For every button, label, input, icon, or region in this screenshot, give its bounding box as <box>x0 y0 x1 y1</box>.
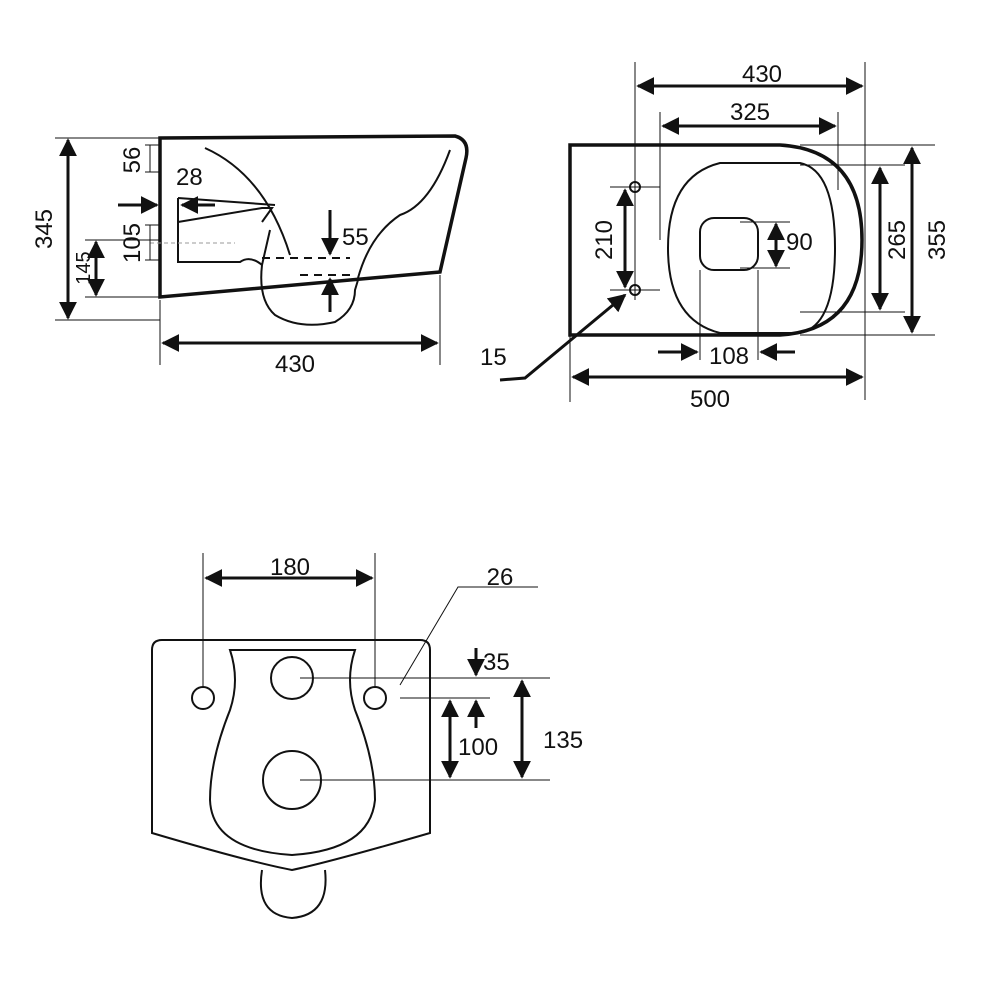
label-108: 108 <box>709 343 749 370</box>
rear-spigot <box>259 869 327 920</box>
label-100: 100 <box>458 734 498 761</box>
bolt-hole-right <box>363 686 387 710</box>
label-500: 500 <box>690 386 730 413</box>
rear-inner-shape <box>208 649 377 857</box>
label-145: 145 <box>73 251 95 284</box>
label-345: 345 <box>31 209 58 249</box>
rear-view: 180 26 35 100 135 <box>151 553 583 920</box>
label-135: 135 <box>543 727 583 754</box>
label-430-top: 430 <box>742 61 782 88</box>
label-90: 90 <box>786 229 813 256</box>
label-355: 355 <box>924 220 951 260</box>
label-430-side: 430 <box>275 351 315 378</box>
bolt-hole-left <box>191 686 215 710</box>
label-55: 55 <box>342 224 369 251</box>
leader-15 <box>499 293 627 382</box>
leader-26 <box>399 586 538 686</box>
inlet-pipe <box>177 197 276 266</box>
label-105: 105 <box>119 223 146 263</box>
rear-outline <box>151 639 431 872</box>
bowl-curve <box>204 147 359 326</box>
rim-curve <box>357 149 451 279</box>
label-210: 210 <box>591 220 618 260</box>
outlet-hole <box>699 217 759 271</box>
side-outline <box>158 134 469 299</box>
label-56: 56 <box>119 147 146 174</box>
side-view: 345 56 28 105 145 55 430 <box>31 134 469 378</box>
top-view: 430 325 210 90 265 355 15 108 500 <box>480 61 951 413</box>
seat-opening <box>666 162 837 334</box>
label-180: 180 <box>270 554 310 581</box>
label-325: 325 <box>730 99 770 126</box>
label-265: 265 <box>884 220 911 260</box>
label-15: 15 <box>480 344 507 371</box>
label-28: 28 <box>176 164 203 191</box>
label-26: 26 <box>487 564 514 591</box>
label-35: 35 <box>483 649 510 676</box>
